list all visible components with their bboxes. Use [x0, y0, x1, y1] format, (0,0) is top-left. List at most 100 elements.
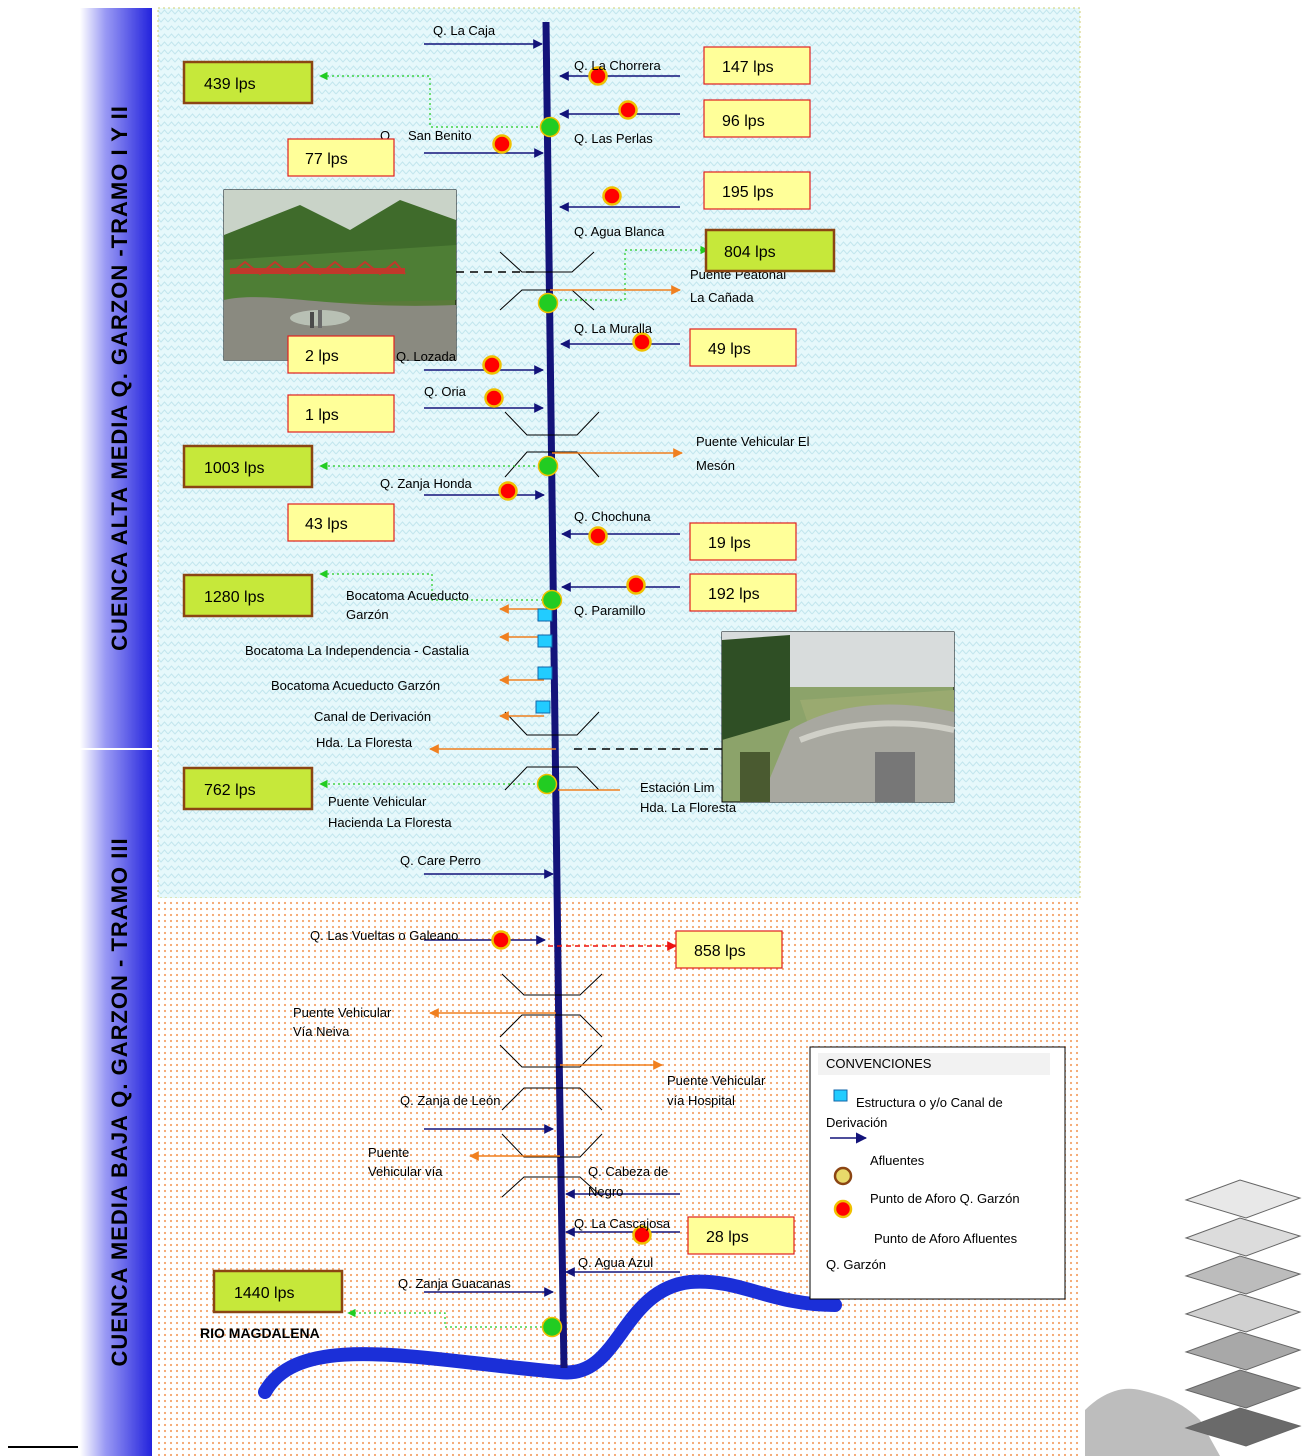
label-bocatoma-garzon-1: Bocatoma Acueducto — [346, 588, 469, 603]
tributary-arrows — [424, 39, 680, 1297]
svg-text:43 lps: 43 lps — [305, 516, 348, 533]
label-q-las-vueltas-galeano: Q. Las Vueltas o Galeano — [310, 928, 458, 943]
band-title-lower: CUENCA MEDIA BAJA Q. GARZON - TRAMO III — [107, 837, 132, 1366]
tributary-gauges — [482, 66, 652, 1245]
label-estacion-2: Hda. La Floresta — [640, 800, 737, 815]
legend-afluentes: Afluentes — [870, 1153, 925, 1168]
photo-puente-peatonal — [223, 189, 457, 361]
label-puente-peatonal-2: La Cañada — [690, 290, 754, 305]
label-q-chochuna: Q. Chochuna — [574, 509, 651, 524]
label-puente-meson-1: Puente Vehicular El — [696, 434, 810, 449]
label-q-agua-blanca: Q. Agua Blanca — [574, 224, 665, 239]
label-q-cabeza-de-negro-2: Negro — [588, 1184, 623, 1199]
bridge-via-hospital — [501, 1087, 603, 1158]
bridge-puente-peatonal — [499, 251, 595, 311]
outflow-arrows — [429, 285, 683, 1161]
map-layers-graphic — [1085, 1179, 1302, 1456]
svg-text:147 lps: 147 lps — [722, 59, 774, 76]
flow-box-762: 762 lps — [182, 766, 314, 811]
flow-box-147: 147 lps — [703, 46, 811, 85]
label-puente-via-hospital-1: Puente Vehicular — [667, 1073, 766, 1088]
label-q-la-chorrera: Q. La Chorrera — [574, 58, 661, 73]
structure-bocatoma-garzon — [537, 608, 553, 622]
structure-bocatoma-independencia — [537, 634, 553, 648]
flow-box-96: 96 lps — [703, 99, 811, 138]
bridge-puente-el-meson — [504, 411, 600, 478]
band-bar-lower — [80, 750, 152, 1456]
legend-convenciones: CONVENCIONES Estructura o y/o Canal de D… — [809, 1046, 1066, 1300]
label-estacion-1: Estación Lim — [640, 780, 714, 795]
structure-bocatoma-acueducto — [537, 666, 553, 680]
svg-text:77 lps: 77 lps — [305, 151, 348, 168]
flow-box-77: 77 lps — [287, 138, 395, 177]
svg-text:1280 lps: 1280 lps — [204, 589, 265, 606]
svg-text:195 lps: 195 lps — [722, 184, 774, 201]
label-bocatoma-acueducto: Bocatoma Acueducto Garzón — [271, 678, 440, 693]
svg-text:28 lps: 28 lps — [706, 1229, 749, 1246]
label-puente-vehicular-floresta-2: Hacienda La Floresta — [328, 815, 452, 830]
flow-box-1440: 1440 lps — [212, 1269, 344, 1314]
photo-estacion-limnimetrica — [721, 631, 955, 803]
flow-box-1280: 1280 lps — [182, 573, 314, 618]
svg-text:1440 lps: 1440 lps — [234, 1285, 295, 1302]
label-hda-la-floresta: Hda. La Floresta — [316, 735, 413, 750]
flow-box-28: 28 lps — [687, 1216, 795, 1255]
label-bocatoma-garzon-2: Garzón — [346, 607, 389, 622]
label-bocatoma-independencia: Bocatoma La Independencia - Castalia — [245, 643, 470, 658]
label-q-zanja-honda: Q. Zanja Honda — [380, 476, 473, 491]
label-q-zanja-guacanas: Q. Zanja Guacanas — [398, 1276, 511, 1291]
label-q-lozada: Q. Lozada — [396, 349, 457, 364]
quebrada-garzon-main-channel — [542, 21, 568, 1369]
label-puente-via-1: Puente — [368, 1145, 409, 1160]
svg-text:858 lps: 858 lps — [694, 943, 746, 960]
flow-box-19: 19 lps — [689, 522, 797, 561]
flow-box-858: 858 lps — [675, 930, 783, 969]
bridge-hacienda-floresta — [504, 766, 600, 791]
legend-aforo-afluentes: Punto de Aforo Afluentes — [874, 1231, 1018, 1246]
svg-text:1 lps: 1 lps — [305, 407, 339, 424]
label-q-la-cascajosa: Q. La Cascajosa — [574, 1216, 671, 1231]
flow-box-43: 43 lps — [287, 503, 395, 542]
label-q-oria: Q. Oria — [424, 384, 467, 399]
legend-river-gauge-swatch — [833, 1166, 853, 1186]
svg-text:804 lps: 804 lps — [724, 244, 776, 261]
flow-box-49: 49 lps — [689, 328, 797, 367]
band-bar-upper — [80, 8, 152, 748]
svg-text:439 lps: 439 lps — [204, 76, 256, 93]
label-q-san-benito: San Benito — [408, 128, 472, 143]
rio-magdalena — [258, 1274, 842, 1399]
legend-structure-swatch — [833, 1089, 848, 1102]
label-puente-vehicular-floresta-1: Puente Vehicular — [328, 794, 427, 809]
label-puente-via-hospital-2: vía Hospital — [667, 1093, 735, 1108]
label-puente-meson-2: Mesón — [696, 458, 735, 473]
river-gauges — [536, 116, 563, 1338]
svg-text:762 lps: 762 lps — [204, 782, 256, 799]
legend-estructura-2: Derivación — [826, 1115, 887, 1130]
bridge-via-neiva — [499, 973, 603, 1068]
flow-box-1: 1 lps — [287, 394, 395, 433]
flow-box-439: 439 lps — [182, 60, 314, 105]
label-puente-via-neiva-1: Puente Vehicular — [293, 1005, 392, 1020]
flow-routes — [319, 71, 709, 1328]
label-q-cabeza-de-negro-1: Q. Cabeza de — [588, 1164, 668, 1179]
svg-text:1003 lps: 1003 lps — [204, 460, 265, 477]
structure-canal-derivacion — [535, 700, 551, 714]
label-q-care-perro: Q. Care Perro — [400, 853, 481, 868]
svg-text:2 lps: 2 lps — [305, 348, 339, 365]
flow-box-1003: 1003 lps — [182, 444, 314, 489]
flow-box-195: 195 lps — [703, 171, 811, 210]
label-q-la-caja: Q. La Caja — [433, 23, 496, 38]
flow-box-2: 2 lps — [287, 335, 395, 374]
legend-trib-gauge-swatch — [833, 1199, 853, 1219]
label-puente-via-neiva-2: Vía Neiva — [293, 1024, 350, 1039]
flow-box-804: 804 lps — [704, 228, 836, 273]
svg-text:19 lps: 19 lps — [708, 535, 751, 552]
label-q-la-muralla: Q. La Muralla — [574, 321, 653, 336]
label-canal-derivacion: Canal de Derivación — [314, 709, 431, 724]
bridge-canal-floresta — [504, 711, 600, 736]
legend-aforo-garzon: Punto de Aforo Q. Garzón — [870, 1191, 1020, 1206]
label-puente-via-2: Vehicular vía — [368, 1164, 443, 1179]
svg-text:192 lps: 192 lps — [708, 586, 760, 603]
band-title-upper: CUENCA ALTA MEDIA Q. GARZON -TRAMO I Y I… — [107, 105, 132, 651]
